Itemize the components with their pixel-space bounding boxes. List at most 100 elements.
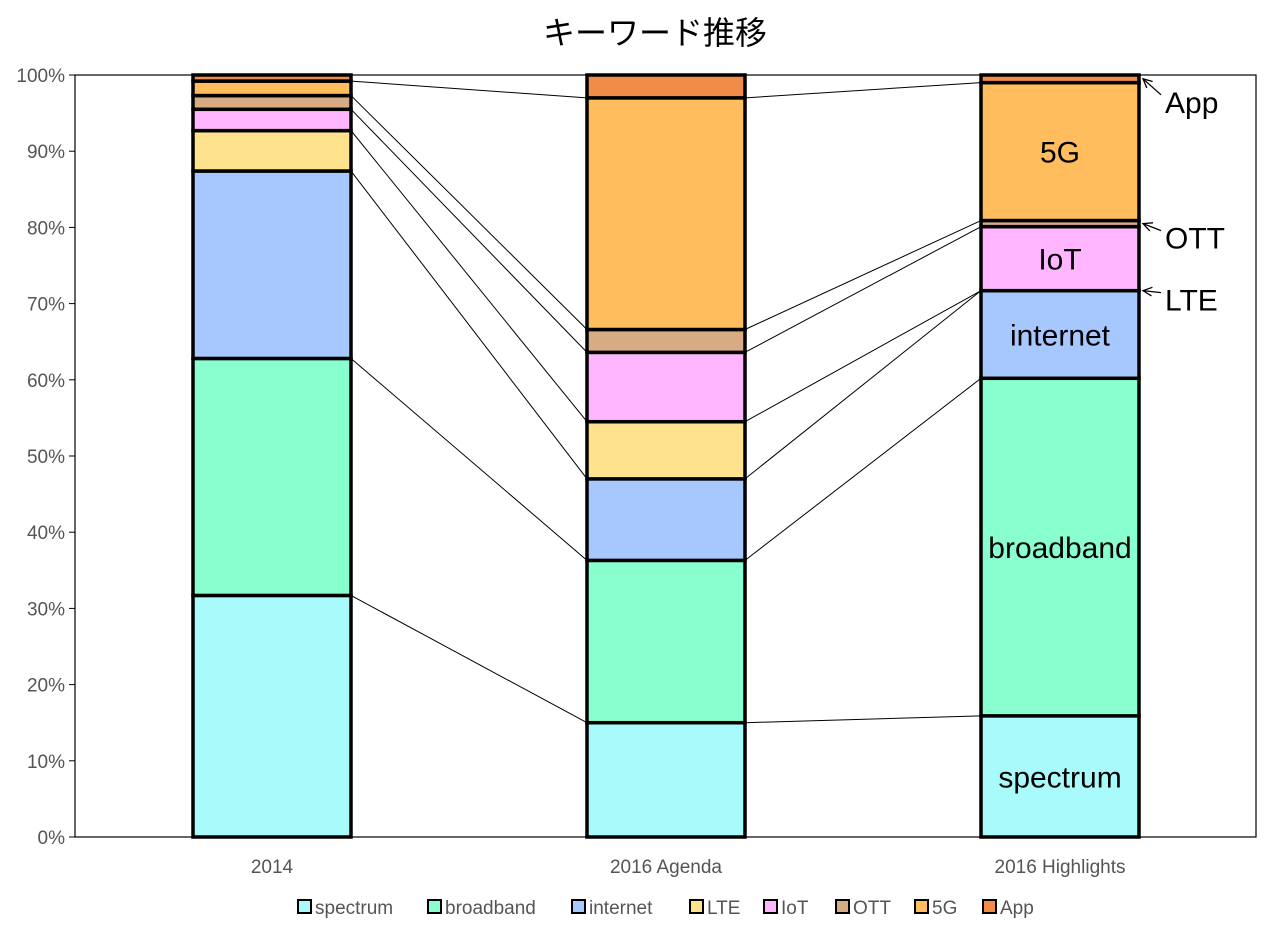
connector-line [744,290,982,480]
annotation-label: OTT [1165,223,1225,256]
connector-line [744,377,982,561]
bar-segment-iot [979,224,1141,293]
legend-label: IoT [781,898,809,919]
bar-segment-spectrum [191,593,353,839]
connector-line [350,595,588,724]
legend-item-app: App [982,898,1034,919]
connector-line [744,290,982,423]
connector-line [350,95,588,330]
legend-item-lte: LTE [689,898,740,919]
bar-segment-spectrum [585,720,747,839]
legend-item-spectrum: spectrum [297,898,393,919]
bar-segment-internet [191,169,353,361]
bar-segment-ott [585,327,747,355]
legend-label: internet [589,898,653,919]
connector-line [350,80,588,99]
annotation-arrow [1142,222,1162,232]
bar-segment-lte [191,128,353,173]
y-tick-label: 70% [27,295,65,316]
bar-segment-lte [585,419,747,481]
bar-segment-app [585,73,747,100]
y-tick-label: 30% [27,599,65,620]
y-tick-label: 100% [16,66,65,87]
annotation-label: App [1165,87,1218,120]
legend-swatch [763,899,778,914]
legend: spectrum broadband internet LTE IoT OTT 5G App [297,898,1034,919]
chart-title: キーワード推移 [543,14,767,52]
y-tick-label: 80% [27,218,65,239]
y-tick-label: 0% [38,828,66,849]
annotation-arrow [1142,78,1162,96]
legend-label: LTE [707,898,740,919]
x-category-label: 2014 [251,857,294,878]
legend-swatch [571,899,586,914]
y-tick-label: 40% [27,523,65,544]
bar-2 [585,73,747,839]
annotation-arrowhead [1141,77,1153,89]
legend-item-broadband: broadband [427,898,536,919]
segment-label: IoT [1038,244,1081,277]
legend-swatch [427,899,442,914]
connector-line [350,358,588,561]
connector-line [350,130,588,423]
legend-swatch [835,899,850,914]
legend-item-iot: IoT [763,898,809,919]
annotation-label: LTE [1165,285,1218,318]
legend-label: OTT [853,898,891,919]
legend-label: App [1000,898,1034,919]
connector-line [744,226,982,353]
connector-line [744,82,982,99]
x-category-label: 2016 Highlights [995,857,1126,878]
bar-segment-broadband [191,356,353,598]
segment-label: internet [1010,319,1111,352]
segment-label: 5G [1040,137,1080,170]
bar-segment-spectrum [979,714,1141,839]
x-category-label: 2016 Agenda [610,857,722,878]
bar-segment-internet [585,477,747,563]
y-tick-label: 60% [27,371,65,392]
legend-item-ott: OTT [835,898,891,919]
annotation-arrow [1142,289,1162,294]
legend-label: 5G [932,898,957,919]
y-tick-label: 10% [27,752,65,773]
legend-item-internet: internet [571,898,653,919]
bar-1 [191,73,353,839]
connector-line [744,220,982,330]
bar-segment-iot [585,350,747,424]
bar-3 [979,73,1141,839]
legend-swatch [689,899,704,914]
bar-segment-app [979,73,1141,85]
annotation-app: App [1141,77,1218,120]
segment-label: spectrum [998,761,1121,794]
connector-line [350,170,588,480]
bar-segment-5g [191,79,353,98]
annotation-lte: LTE [1141,285,1218,318]
bar-segment-internet [979,288,1141,381]
connector-line [350,108,588,353]
bar-segment-app [191,73,353,83]
bar-segment-ott [191,93,353,112]
y-tick-label: 50% [27,447,65,468]
segment-label: broadband [988,532,1131,565]
connector-line [744,715,982,724]
legend-swatch [982,899,997,914]
bar-segment-iot [191,107,353,133]
legend-label: spectrum [315,898,393,919]
y-tick-label: 90% [27,142,65,163]
legend-swatch [297,899,312,914]
legend-swatch [914,899,929,914]
y-axis: 0% 10% 20% 30% 40% 50% 60% 70% 80% 90% 100% [16,66,75,849]
bar-segment-broadband [979,376,1141,718]
legend-label: broadband [445,898,536,919]
annotation-arrowhead [1141,286,1153,297]
annotation-ott: OTT [1141,222,1225,256]
legend-item-5g: 5G [914,898,957,919]
bars [191,73,1141,839]
bar-segment-5g [585,96,747,332]
y-tick-label: 20% [27,676,65,697]
annotation-arrowhead [1141,222,1154,232]
bar-segment-broadband [585,558,747,725]
connector-lines [350,80,982,724]
